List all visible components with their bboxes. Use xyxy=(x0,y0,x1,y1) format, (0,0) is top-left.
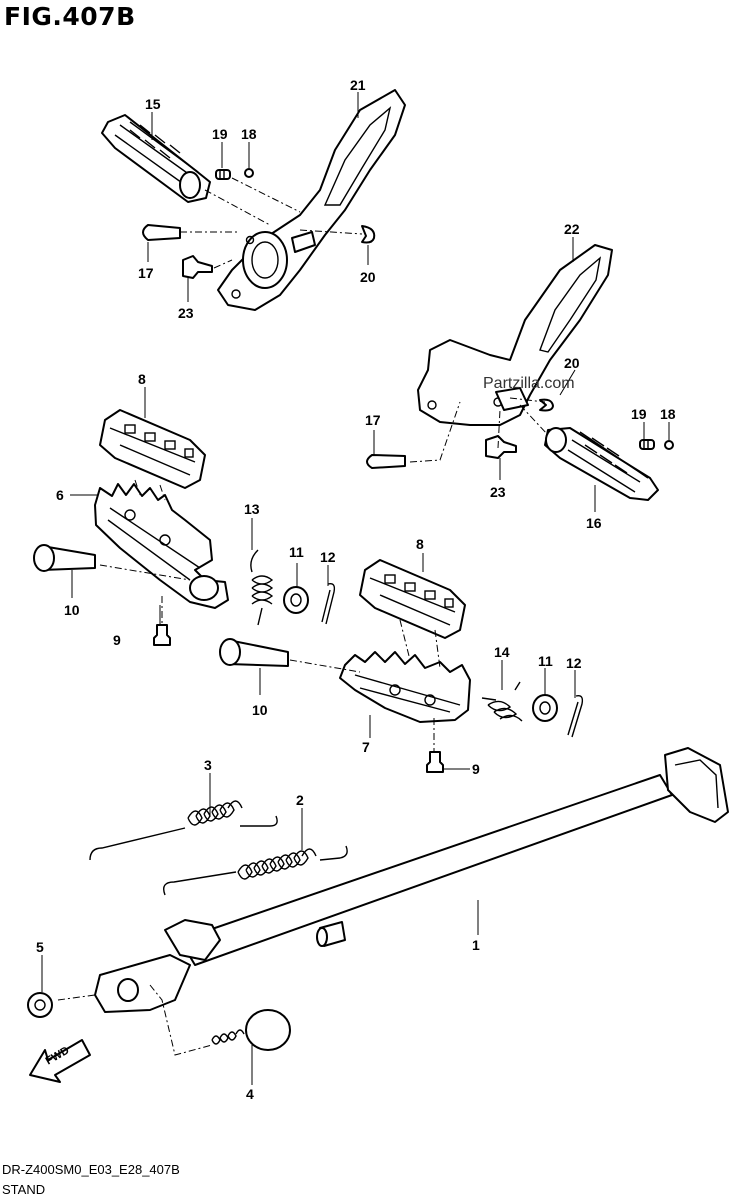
nut-5 xyxy=(27,992,53,1018)
spring-2 xyxy=(162,845,348,896)
callout-16: 16 xyxy=(586,515,602,531)
callout-13: 13 xyxy=(244,501,260,517)
callout-7: 7 xyxy=(362,739,370,755)
footrest-rubber-right xyxy=(359,559,466,639)
callout-14: 14 xyxy=(494,644,510,660)
rear-footrest-bracket-right xyxy=(417,244,613,426)
callout-10b: 10 xyxy=(252,702,268,718)
callout-20b: 20 xyxy=(564,355,580,371)
bolt-9-right xyxy=(426,751,444,773)
pivot-pin-left xyxy=(33,544,96,572)
callout-17a: 17 xyxy=(138,265,154,281)
callout-23a: 23 xyxy=(178,305,194,321)
rear-footpeg-right xyxy=(544,427,659,501)
callout-1: 1 xyxy=(472,937,480,953)
bolt-4 xyxy=(211,1009,291,1051)
bolt-9-left xyxy=(153,624,171,646)
cotter-pin-12-right xyxy=(567,694,584,738)
callout-10a: 10 xyxy=(64,602,80,618)
callout-21: 21 xyxy=(350,77,366,93)
rear-footpeg-left xyxy=(101,114,211,203)
leader-lines xyxy=(41,92,670,1085)
section-name: STAND xyxy=(2,1182,46,1197)
callout-8a: 8 xyxy=(138,371,146,387)
footrest-left xyxy=(94,483,229,609)
callout-19a: 19 xyxy=(212,126,228,142)
spring-13 xyxy=(250,549,274,626)
spring-14 xyxy=(481,681,523,722)
callout-11a: 11 xyxy=(289,544,304,560)
washer-11-left xyxy=(283,586,309,614)
callout-9a: 9 xyxy=(113,632,121,648)
callout-23b: 23 xyxy=(490,484,506,500)
callout-12a: 12 xyxy=(320,549,336,565)
figure-title: FIG.407B xyxy=(4,2,136,31)
diagram-code: DR-Z400SM0_E03_E28_407B xyxy=(2,1162,180,1177)
callout-12b: 12 xyxy=(566,655,582,671)
callout-4: 4 xyxy=(246,1086,254,1102)
fwd-arrow-icon xyxy=(29,1039,91,1083)
callout-9b: 9 xyxy=(472,761,480,777)
watermark-text: Partzilla.com xyxy=(483,375,575,392)
footrest-rubber-left xyxy=(99,409,206,489)
callout-8b: 8 xyxy=(416,536,424,552)
washer-11-right xyxy=(532,694,558,722)
rear-footrest-bracket-left xyxy=(217,89,406,311)
callout-22: 22 xyxy=(564,221,580,237)
hardware-rear-right xyxy=(366,398,674,469)
callout-11b: 11 xyxy=(538,653,553,669)
callout-6: 6 xyxy=(56,487,64,503)
footrest-right xyxy=(339,651,471,723)
callout-19b: 19 xyxy=(631,406,647,422)
callout-2: 2 xyxy=(296,792,304,808)
callout-20a: 20 xyxy=(360,269,376,285)
hardware-rear-left xyxy=(142,168,376,279)
callout-17b: 17 xyxy=(365,412,381,428)
callout-15: 15 xyxy=(145,96,161,112)
cotter-pin-12-left xyxy=(321,582,336,625)
callout-3: 3 xyxy=(204,757,212,773)
spring-3 xyxy=(89,800,278,861)
pivot-pin-right xyxy=(219,638,289,667)
callout-18b: 18 xyxy=(660,406,676,422)
callout-5: 5 xyxy=(36,939,44,955)
side-stand xyxy=(94,747,729,1013)
callout-18a: 18 xyxy=(241,126,257,142)
